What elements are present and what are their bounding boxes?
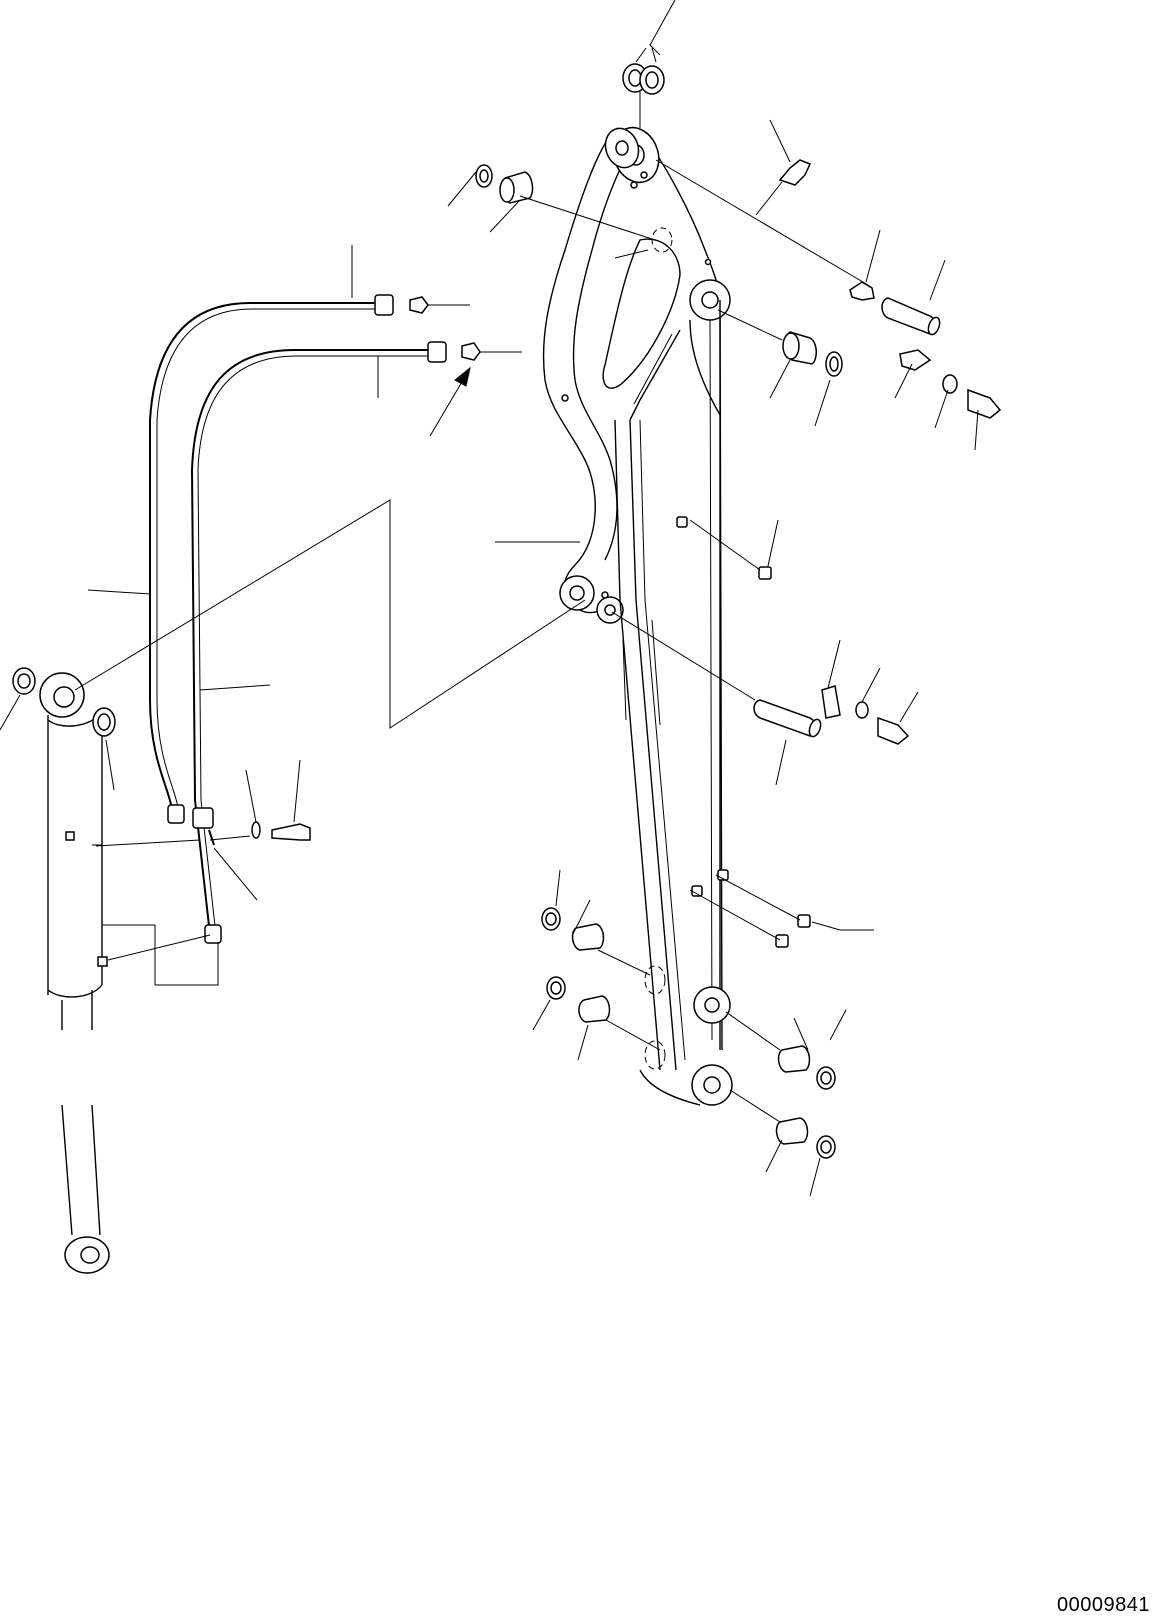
arm-assembly	[542, 126, 733, 1106]
arm-slot-window	[602, 238, 681, 389]
pin-lower	[753, 699, 817, 737]
bushing-low-right-1	[777, 1045, 811, 1073]
bolt-clamp	[271, 823, 311, 841]
plug-low-3	[797, 914, 811, 928]
drawing-number: 00009841	[1057, 1594, 1150, 1616]
lock-plate-lower	[821, 685, 841, 719]
hose-assembly	[149, 294, 522, 944]
plug-mid-1	[676, 516, 688, 528]
assembly-lines	[74, 90, 869, 1123]
hose-inner	[190, 349, 428, 936]
bushing-low-right-2	[775, 1117, 809, 1145]
bushing-low-left-2	[578, 995, 611, 1023]
plug-mid-2	[758, 566, 772, 580]
washer-clamp	[251, 821, 261, 839]
lock-plate-upper	[899, 349, 932, 371]
hose-outer	[149, 302, 375, 811]
hose-fitting-bottom-2	[204, 924, 222, 944]
washer-upper	[942, 374, 958, 394]
small-parts	[12, 63, 1002, 1159]
grease-fitting-middle	[849, 281, 875, 301]
reference-line	[74, 499, 586, 729]
bolt-lower	[877, 716, 910, 745]
plug-low-2	[691, 885, 703, 897]
adapter-top-2	[461, 342, 481, 361]
grease-fitting-upper	[778, 159, 812, 186]
adapter-top-1	[409, 296, 429, 314]
bushing-low-left-1	[571, 923, 605, 951]
direction-arrow	[454, 366, 471, 387]
washer-lower	[855, 701, 869, 719]
hose-fitting-bottom-1	[167, 804, 185, 824]
hose-clamp	[192, 807, 214, 829]
hose-fitting-top-2	[427, 341, 447, 363]
plug-low-4	[775, 934, 789, 948]
hose-fitting-top-1	[374, 294, 394, 316]
bolt-upper	[967, 388, 1002, 419]
arm-cylinder	[39, 672, 110, 1274]
leader-lines	[0, 0, 979, 1197]
